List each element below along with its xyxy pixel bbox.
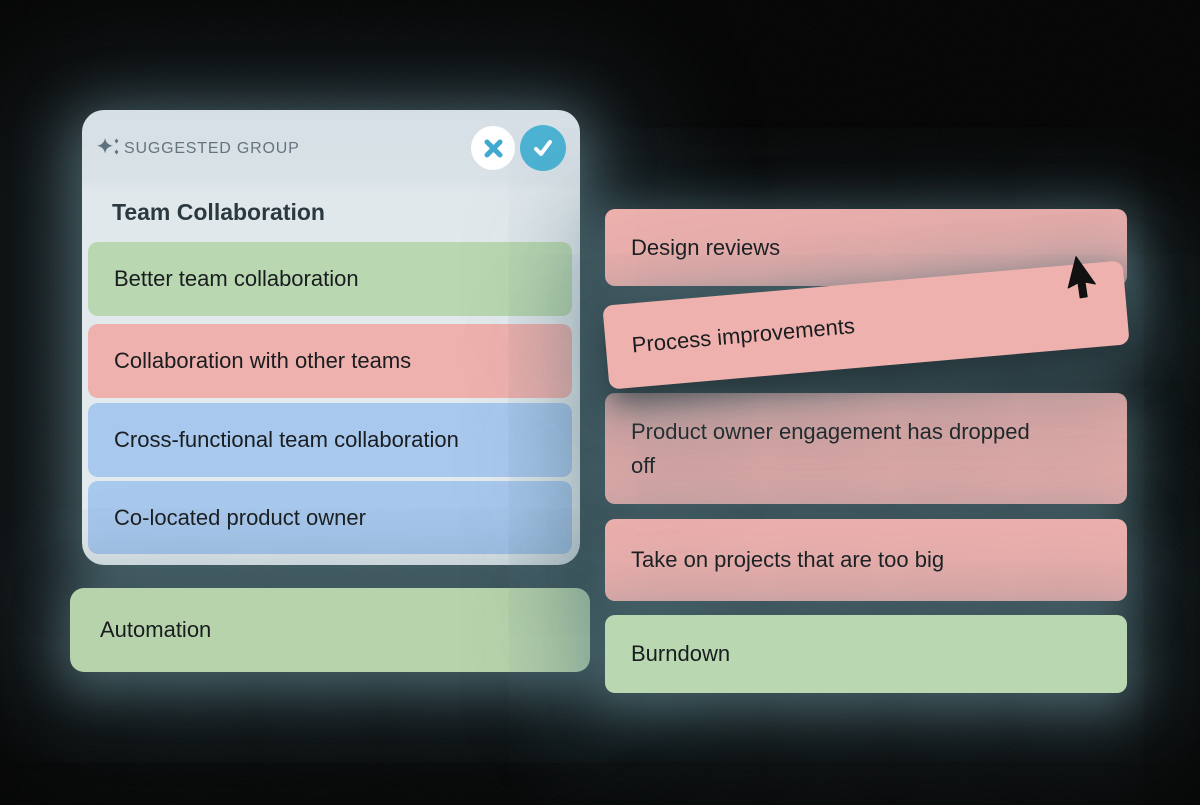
note-text: Take on projects that are too big: [631, 547, 945, 572]
suggested-group-panel: SUGGESTED GROUP Team Collaboration Bette…: [82, 110, 580, 565]
suggested-group-label: SUGGESTED GROUP: [124, 140, 300, 157]
note-text: Product owner engagement has dropped off: [631, 418, 1030, 478]
dismiss-group-button[interactable]: [471, 126, 515, 170]
note-text: Better team collaboration: [114, 266, 359, 291]
note-text: Burndown: [631, 641, 731, 666]
accept-group-button[interactable]: [520, 125, 566, 171]
note-text: Design reviews: [631, 234, 781, 260]
board-note[interactable]: Product owner engagement has dropped off: [605, 393, 1127, 504]
grouped-note[interactable]: Collaboration with other teams: [88, 324, 572, 398]
board-note[interactable]: Automation: [70, 588, 590, 672]
note-text: Automation: [100, 617, 212, 642]
close-icon: [484, 139, 502, 157]
note-text: Process improvements: [630, 313, 856, 358]
sparkle-icon: [97, 138, 119, 155]
check-icon: [534, 140, 552, 156]
note-text: Collaboration with other teams: [114, 348, 412, 373]
group-title: Team Collaboration: [112, 199, 325, 225]
grouped-note[interactable]: Cross-functional team collaboration: [88, 403, 572, 477]
grouped-note[interactable]: Better team collaboration: [88, 242, 572, 316]
board-note[interactable]: Take on projects that are too big: [605, 519, 1127, 601]
note-text: Co-located product owner: [114, 504, 366, 530]
board-note[interactable]: Burndown: [605, 615, 1127, 693]
grouped-note[interactable]: Co-located product owner: [88, 481, 572, 554]
note-text: Cross-functional team collaboration: [114, 427, 459, 452]
